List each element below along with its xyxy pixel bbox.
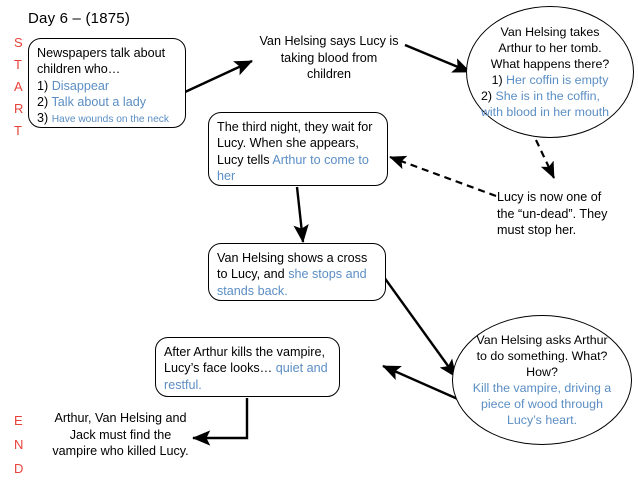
arrow-cross-to-asksarthur [380, 272, 457, 378]
third-night-blue-text: Arthur to come to her [217, 152, 369, 184]
tomb-item-2-text: She is in the coffin, [495, 89, 600, 104]
asks-arthur-line3: How? [526, 364, 558, 379]
arrow-tomb-to-undead [535, 139, 555, 179]
undead-line1: Lucy is now one of [497, 190, 602, 204]
newspapers-item-2-text: Talk about a lady [51, 95, 146, 110]
arrow-undead-to-thirdnight [389, 155, 497, 198]
after-kills-black-text: After Arthur kills the vampire, Lucy’s f… [164, 345, 325, 376]
node-cross[interactable]: Van Helsing shows a cross to Lucy, and s… [208, 243, 386, 301]
newspapers-item-3-text: Have wounds on the neck [51, 114, 169, 126]
start-letter-r: R [14, 101, 24, 116]
arrow-thirdnight-to-cross [293, 186, 309, 243]
cross-black-text: Van Helsing shows a cross to Lucy, and [217, 251, 368, 282]
after-kills-blue-text: quiet and restful. [164, 361, 328, 392]
asks-arthur-answer1: Kill the vampire, driving a [472, 381, 612, 395]
page-title: Day 6 – (1875) [28, 10, 131, 27]
start-letter-t: T [14, 57, 22, 72]
must-find-line2: Jack must find the [69, 427, 172, 442]
vanhelsing-says-line2: taking blood from [280, 50, 378, 65]
undead-line2: the “un-dead”. They [497, 206, 608, 221]
tomb-line2: Arthur to her tomb. [498, 40, 602, 55]
end-letter-d: D [14, 461, 24, 476]
newspapers-item-1-text: Disappear [51, 78, 110, 93]
tomb-item-2-text-cont: with blood in her mouth [480, 105, 610, 120]
arrow-newspapers-to-vanhelsing-says [184, 59, 253, 94]
start-letter-s: S [14, 35, 23, 50]
must-find-line1: Arthur, Van Helsing and [54, 411, 187, 425]
newspapers-item-2: 2) Talk about a lady [37, 94, 177, 110]
newspapers-line2: children who… [37, 62, 121, 77]
third-night-black-text: The third night, they wait for Lucy. Whe… [217, 120, 373, 167]
start-letter-t2: T [14, 123, 22, 138]
must-find-line3: vampire who killed Lucy. [52, 444, 189, 459]
tomb-item-1-number: 1) [491, 73, 503, 87]
asks-arthur-answer2: piece of wood through [481, 397, 603, 412]
tomb-item-1-text: Her coffin is empty [506, 73, 609, 87]
cross-blue-text: she stops and stands back. [217, 267, 367, 298]
node-after-kills[interactable]: After Arthur kills the vampire, Lucy’s f… [155, 337, 340, 397]
newspapers-item-2-number: 2) [37, 95, 49, 110]
vanhelsing-says-line1: Van Helsing says Lucy is [259, 34, 399, 48]
tomb-item-1: 1) Her coffin is empty [477, 72, 623, 88]
node-asks-arthur[interactable]: Van Helsing asks Arthur to do something.… [452, 315, 632, 445]
arrow-asksarthur-to-afterkills [382, 364, 461, 402]
node-third-night[interactable]: The third night, they wait for Lucy. Whe… [208, 112, 388, 186]
node-vanhelsing-says[interactable]: Van Helsing says Lucy is taking blood fr… [248, 33, 410, 83]
node-undead-note[interactable]: Lucy is now one of the “un-dead”. They m… [497, 189, 638, 239]
tomb-line1: Van Helsing takes [500, 24, 600, 39]
end-letter-n: N [14, 437, 24, 452]
end-marker: E N D [14, 414, 23, 486]
newspapers-line1: Newspapers talk about [37, 46, 166, 60]
newspapers-item-3: 3) Have wounds on the neck [37, 110, 177, 126]
end-letter-e: E [14, 413, 23, 428]
asks-arthur-line2: to do something. What? [476, 348, 608, 363]
tomb-item-2: 2) She is in the coffin, with blood in h… [477, 88, 623, 120]
node-must-find[interactable]: Arthur, Van Helsing and Jack must find t… [33, 410, 208, 460]
tomb-item-2-number: 2) [480, 89, 492, 104]
undead-line3: must stop her. [497, 223, 577, 238]
start-marker: S T A R T [14, 36, 23, 146]
newspapers-item-1-number: 1) [37, 78, 49, 93]
arrow-vanhelsing-says-to-tomb [404, 43, 471, 74]
asks-arthur-line1: Van Helsing asks Arthur [476, 332, 608, 347]
start-letter-a: A [14, 79, 23, 94]
newspapers-item-3-number: 3) [37, 111, 49, 126]
tomb-line3: What happens there? [490, 56, 610, 71]
asks-arthur-answer3: Lucy’s heart. [506, 413, 578, 428]
node-tomb-question[interactable]: Van Helsing takes Arthur to her tomb. Wh… [466, 6, 634, 138]
vanhelsing-says-line3: children [306, 67, 352, 82]
newspapers-item-1: 1) Disappear [37, 78, 177, 94]
node-newspapers[interactable]: Newspapers talk about children who… 1) D… [28, 38, 186, 128]
